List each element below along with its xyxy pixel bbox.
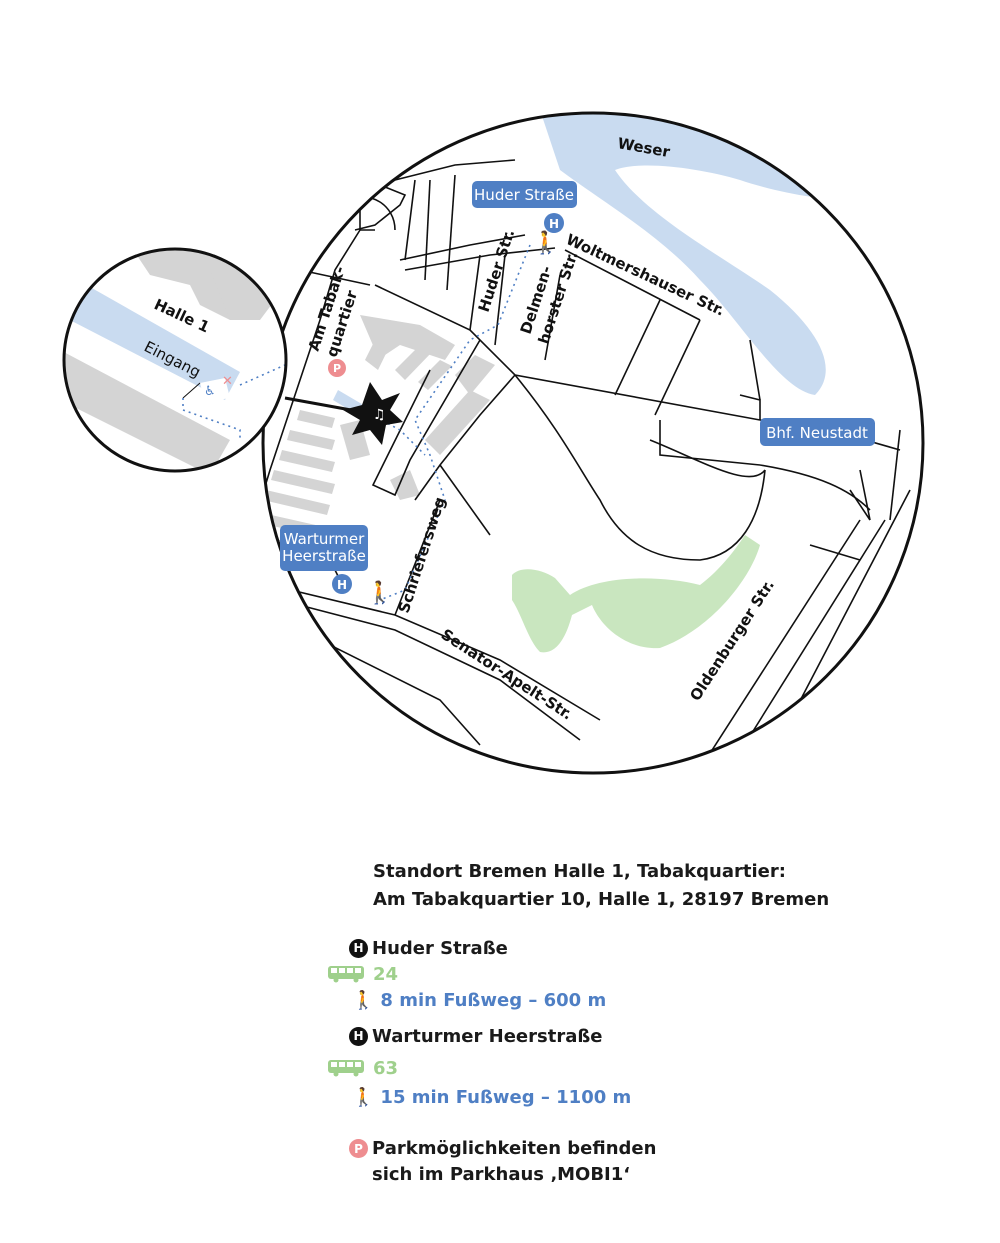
music-venue-icon[interactable]: ♫ (343, 382, 403, 445)
stop2-name: Warturmer Heerstraße (372, 1025, 603, 1047)
bus-stop-icon: H (349, 1026, 368, 1046)
svg-text:Bhf. Neustadt: Bhf. Neustadt (766, 424, 868, 442)
stop1-walk-text: 8 min Fußweg – 600 m (380, 989, 607, 1011)
stop2-row: H Warturmer Heerstraße (349, 1023, 603, 1049)
stop2-bus-row: 63 (327, 1055, 398, 1081)
street-lines (263, 159, 911, 773)
svg-text:Huder Straße: Huder Straße (474, 186, 574, 204)
location-map[interactable]: ♫ P Huder Straße Bhf. Neustadt Warturmer… (0, 0, 1000, 800)
stop-warturmer-badge[interactable]: Warturmer Heerstraße (280, 525, 368, 571)
stop-huder-badge[interactable]: Huder Straße (472, 181, 577, 208)
bus-stop-icon: H (332, 574, 352, 594)
walking-routes (371, 244, 531, 601)
address-street: Am Tabakquartier 10, Halle 1, 28197 Brem… (373, 889, 830, 910)
parking-icon[interactable]: P (328, 359, 346, 377)
stop1-row: H Huder Straße (349, 935, 508, 961)
parking-info: P Parkmöglichkeiten befinden sich im Par… (349, 1136, 656, 1188)
stop1-bus-line: 24 (373, 963, 399, 985)
svg-text:♫: ♫ (373, 407, 386, 423)
svg-text:Heerstraße: Heerstraße (282, 547, 366, 565)
main-map-border (261, 111, 925, 775)
bus-icon (328, 966, 364, 983)
stop2-walk-row: 🚶 15 min Fußweg – 1100 m (352, 1084, 631, 1110)
walking-person-icon: 🚶 (352, 989, 375, 1011)
bus-icon (328, 1060, 364, 1077)
address-title: Standort Bremen Halle 1, Tabakquartier: (373, 861, 786, 882)
bus-stop-icon: H (349, 938, 368, 958)
svg-text:H: H (337, 578, 347, 592)
stop2-walk-text: 15 min Fußweg – 1100 m (380, 1086, 632, 1108)
parking-icon: P (349, 1139, 368, 1158)
svg-text:P: P (333, 362, 341, 375)
bus-stop-icon: H (544, 213, 564, 233)
main-map-area (263, 113, 923, 773)
stop1-name: Huder Straße (372, 937, 508, 959)
close-icon: ✕ (222, 374, 233, 389)
parking-line1: Parkmöglichkeiten befinden (372, 1138, 657, 1159)
walking-person-icon: 🚶 (532, 230, 559, 256)
stop-neustadt-badge[interactable]: Bhf. Neustadt (760, 418, 875, 446)
stop1-bus-row: 24 (327, 961, 398, 987)
svg-text:H: H (549, 217, 559, 231)
park-area (512, 535, 760, 653)
address-block: Standort Bremen Halle 1, Tabakquartier: … (373, 858, 829, 914)
inset-map-border (62, 247, 288, 473)
svg-text:Warturmer: Warturmer (284, 530, 365, 548)
wheelchair-icon: ♿ (204, 384, 216, 399)
parking-line2: sich im Parkhaus ‚MOBI1‘ (372, 1164, 631, 1185)
stop1-walk-row: 🚶 8 min Fußweg – 600 m (352, 987, 606, 1013)
stop2-bus-line: 63 (373, 1057, 399, 1079)
walking-person-icon: 🚶 (352, 1086, 375, 1108)
walking-person-icon: 🚶 (366, 580, 393, 606)
inset-map-area (64, 249, 286, 471)
